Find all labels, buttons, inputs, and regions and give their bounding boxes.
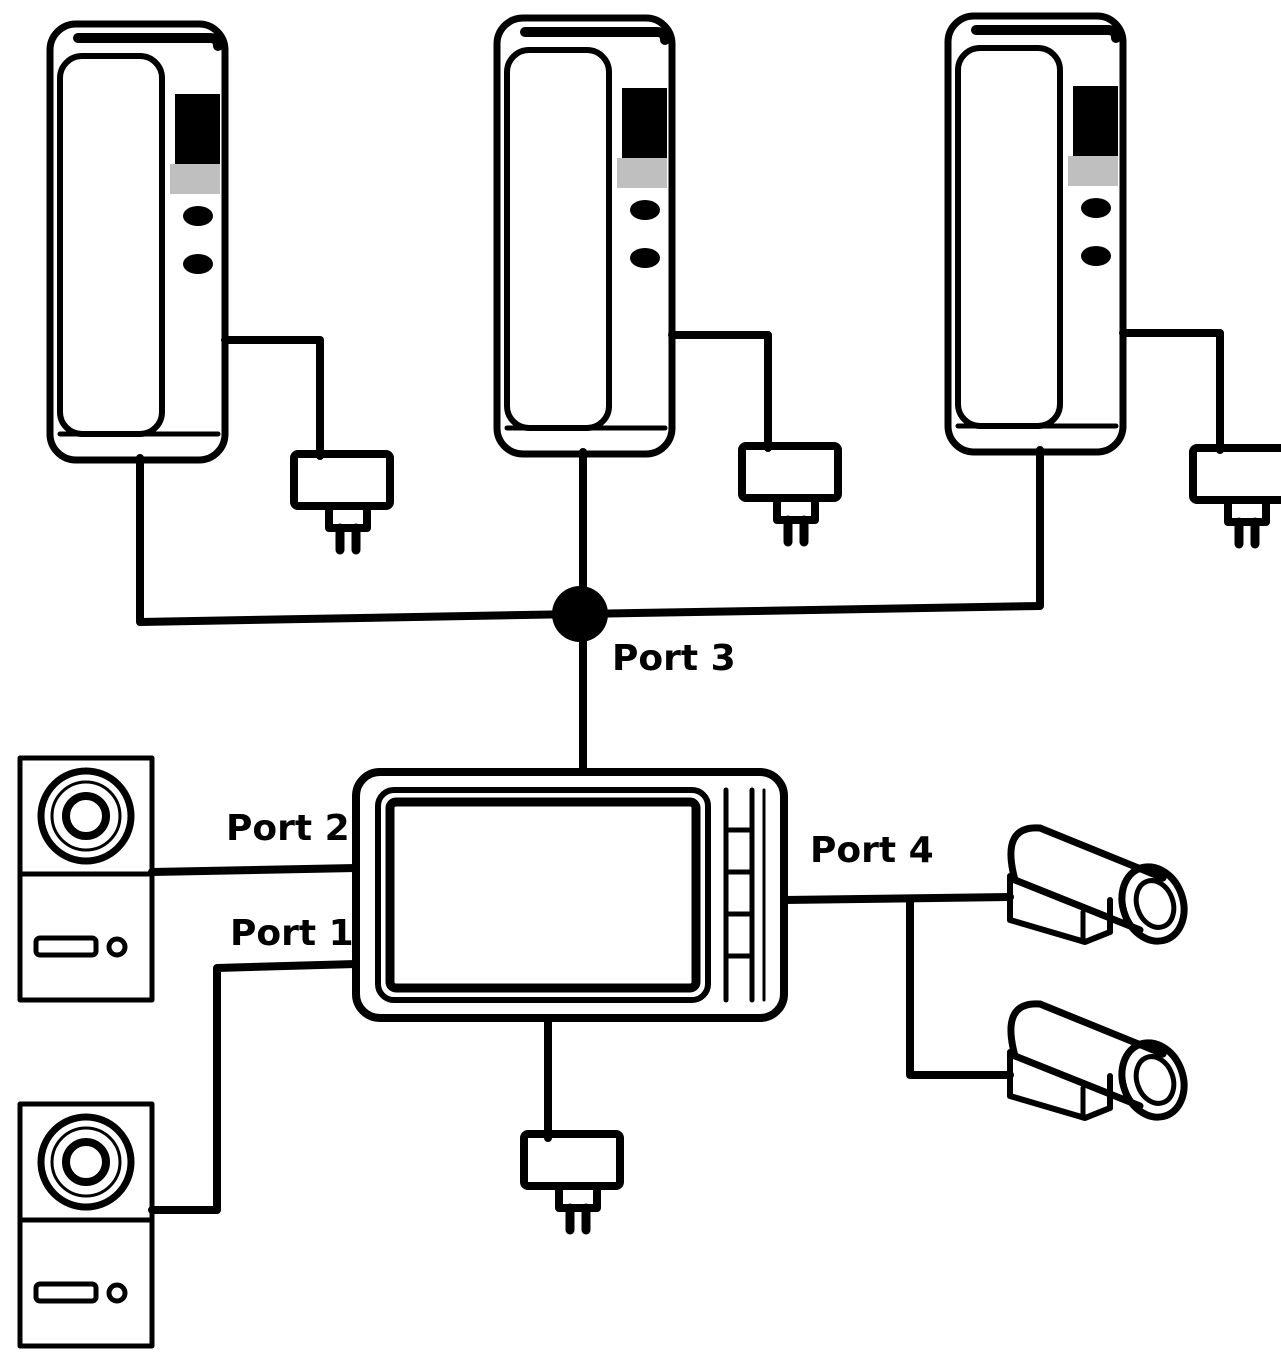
- door-station-icon: [20, 758, 152, 1000]
- video-monitor-icon: [352, 768, 788, 1022]
- power-adapter-icon: [742, 446, 838, 542]
- door-station-icon: [20, 1104, 152, 1346]
- port3-label: Port 3: [612, 638, 736, 679]
- port1-cable: [148, 960, 360, 1214]
- power-adapter-icon: [294, 454, 390, 550]
- power-adapter-icon: [524, 1134, 620, 1230]
- power-cable: [668, 331, 772, 452]
- port2-cable: [148, 864, 360, 876]
- port4-cable: [780, 893, 1014, 904]
- cctv-camera-icon: [1010, 828, 1194, 950]
- intercom-handset-icon: [948, 16, 1123, 452]
- power-cable: [1119, 329, 1224, 454]
- power-cable: [221, 336, 324, 460]
- intercom-handset-icon: [497, 18, 672, 454]
- intercom-handset-icon: [50, 24, 225, 460]
- power-adapter-icon: [1193, 448, 1281, 544]
- port4-branch-cable: [906, 896, 1014, 1079]
- port1-label: Port 1: [230, 913, 354, 954]
- cctv-camera-icon: [1010, 1004, 1194, 1126]
- port4-label: Port 4: [810, 830, 934, 871]
- port2-label: Port 2: [226, 808, 350, 849]
- junction-node: [552, 586, 608, 642]
